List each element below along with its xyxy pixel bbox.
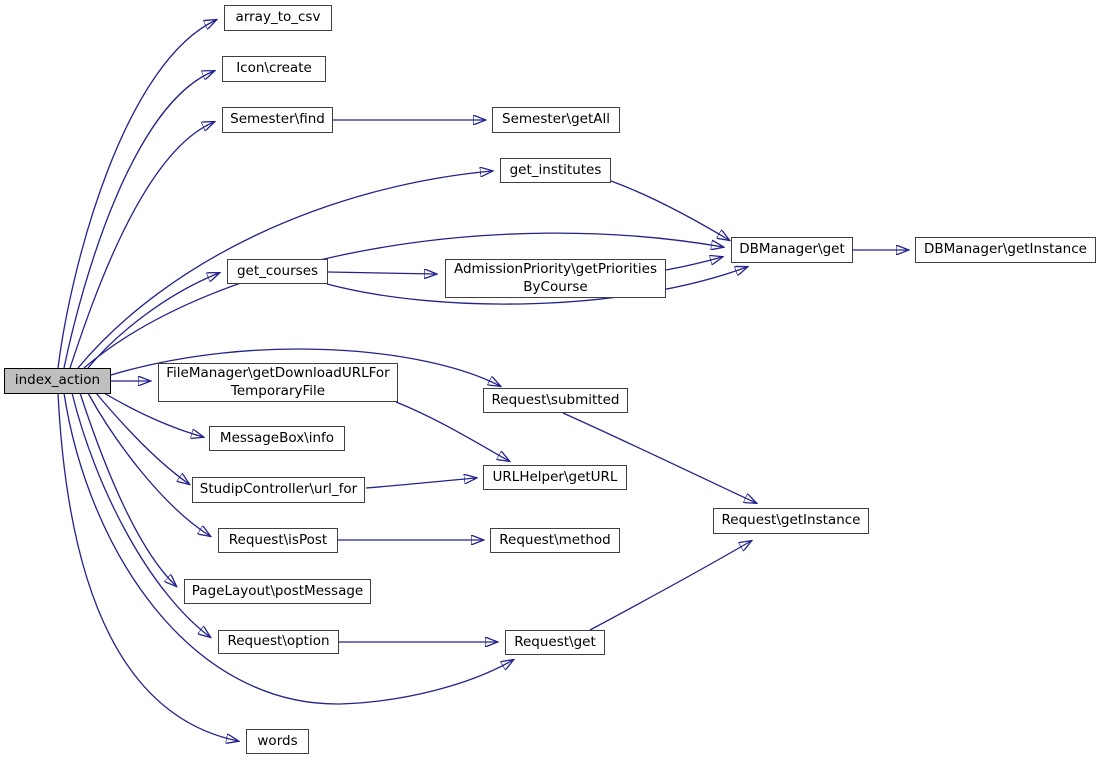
node-request-get[interactable]: Request\get (505, 630, 605, 655)
node-get-courses[interactable]: get_courses (227, 259, 328, 284)
edge-index_action-request_get (63, 392, 513, 705)
node-request-method[interactable]: Request\method (490, 528, 620, 553)
node-get-institutes[interactable]: get_institutes (500, 158, 611, 183)
edge-admissionpriority-dbmanager_get (665, 257, 722, 271)
edge-index_action-icon_create (63, 71, 214, 369)
edge-get_institutes-dbmanager_get (610, 180, 729, 240)
edge-request_submitted-request_getinstance (562, 412, 756, 503)
node-dbmanager-getinstance[interactable]: DBManager\getInstance (915, 237, 1096, 263)
edge-index_action-pagelayout_postmessage (79, 392, 176, 586)
node-urlhelper-geturl[interactable]: URLHelper\getURL (483, 465, 627, 490)
node-admissionpriority-getprioritiesbycourse[interactable]: AdmissionPriority\getPriorities ByCourse (445, 259, 666, 298)
edge-get_courses-dbmanager_get (326, 267, 747, 305)
node-pagelayout-postmessage[interactable]: PageLayout\postMessage (184, 579, 371, 604)
edge-index_action-get_courses (87, 273, 219, 369)
edge-index_action-request_submitted (110, 348, 500, 386)
node-request-getinstance[interactable]: Request\getInstance (713, 508, 869, 534)
edge-index_action-get_institutes (77, 171, 492, 369)
edge-index_action-messagebox_info (103, 392, 203, 437)
edge-studipcontroller-urlhelper_geturl (365, 478, 476, 489)
node-words[interactable]: words (246, 729, 309, 754)
node-request-submitted[interactable]: Request\submitted (483, 388, 628, 413)
edge-index_action-array_to_csv (57, 20, 216, 369)
node-array-to-csv[interactable]: array_to_csv (224, 5, 332, 31)
edge-index_action-request_option (71, 392, 210, 637)
edge-request_get-request_getinstance (589, 541, 751, 631)
edge-index_action-words (57, 392, 238, 741)
edge-get_courses-admissionpriority (327, 272, 436, 274)
edge-index_action-dbmanager_get (83, 232, 723, 369)
node-semester-getall[interactable]: Semester\getAll (492, 107, 620, 133)
edge-index_action-request_ispost (87, 392, 210, 536)
edge-index_action-studipcontroller_url_for (95, 392, 189, 484)
node-studipcontroller-url-for[interactable]: StudipController\url_for (192, 477, 365, 503)
node-dbmanager-get[interactable]: DBManager\get (731, 237, 853, 263)
node-request-ispost[interactable]: Request\isPost (218, 528, 338, 553)
node-icon-create[interactable]: Icon\create (222, 56, 326, 82)
node-messagebox-info[interactable]: MessageBox\info (209, 426, 345, 451)
node-request-option[interactable]: Request\option (218, 630, 339, 654)
node-semester-find[interactable]: Semester\find (222, 107, 333, 133)
edge-filemanager-urlhelper_geturl (395, 401, 509, 461)
node-filemanager-getdownloadurlfortemporaryfile[interactable]: FileManager\getDownloadURLFor TemporaryF… (158, 363, 398, 402)
edge-index_action-semester_find (69, 122, 214, 369)
node-index-action: index_action (4, 368, 111, 394)
